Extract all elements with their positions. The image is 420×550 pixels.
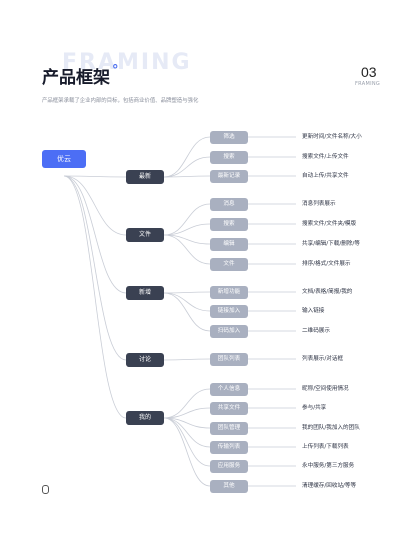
leaf-node: 共享文件 — [210, 401, 248, 415]
leaf-node: 筛选 — [210, 130, 248, 144]
leaf-description: 排序/格式/文件展示 — [302, 260, 351, 267]
page-label: FRAMING — [355, 81, 381, 87]
category-to-leaf-line — [163, 358, 211, 361]
category-node: 文件 — [126, 228, 164, 242]
leaf-description: 共享/编辑/下载/删除/等 — [302, 240, 360, 247]
leaf-node: 链接加入 — [210, 304, 248, 318]
leaf-node: 搜索 — [210, 150, 248, 164]
leaf-node: 消息 — [210, 197, 248, 211]
leaf-description: 参与/共享 — [302, 404, 327, 411]
leaf-node: 搜索 — [210, 217, 248, 231]
leaf-description: 我的团队/我加入的团队 — [302, 424, 360, 431]
category-to-leaf-line — [163, 291, 211, 294]
leaf-node: 其他 — [210, 479, 248, 493]
category-to-leaf-line — [163, 407, 211, 419]
category-to-leaf-line — [163, 203, 211, 236]
leaf-node: 新增功能 — [210, 285, 248, 299]
category-to-leaf-line — [163, 417, 211, 487]
leaf-description: 昵称/空间使用情况 — [302, 385, 349, 392]
category-node: 讨论 — [126, 353, 164, 367]
root-to-category-line — [63, 175, 127, 236]
leaf-node: 应用服务 — [210, 459, 248, 473]
leaf-node: 文件 — [210, 257, 248, 271]
category-node: 我的 — [126, 411, 164, 425]
leaf-description: 输入链接 — [302, 307, 325, 314]
mouse-icon — [42, 485, 49, 494]
page-subtitle: 产品框架承载了企业内部的目标，包括商业价值、品牌塑造与强化 — [42, 98, 199, 104]
category-node: 最新 — [126, 170, 164, 184]
page-title-text: 产品框架 — [42, 68, 110, 88]
leaf-description: 搜索文件/文件夹/模版 — [302, 220, 357, 227]
title-dot-icon: ° — [112, 63, 119, 78]
category-to-leaf-line — [163, 136, 211, 178]
leaf-description: 二维码展示 — [302, 327, 330, 334]
leaf-description: 搜索文件/上传文件 — [302, 153, 349, 160]
leaf-node: 个人信息 — [210, 382, 248, 396]
root-node: 优云 — [42, 150, 86, 168]
leaf-description: 永中服务/第三方服务 — [302, 462, 355, 469]
category-to-leaf-line — [163, 175, 211, 178]
leaf-description: 清理缓存/回收站/等等 — [302, 482, 357, 489]
title-watermark: FRAMING — [62, 50, 192, 75]
leaf-node: 扫码加入 — [210, 324, 248, 338]
category-to-leaf-line — [163, 156, 211, 178]
leaf-node: 传输列表 — [210, 440, 248, 454]
category-to-leaf-line — [163, 292, 211, 312]
leaf-description: 上传列表/下载列表 — [302, 443, 349, 450]
leaf-description: 更新时间/文件名称/大小 — [302, 133, 362, 140]
category-to-leaf-line — [163, 234, 211, 265]
leaf-description: 列表展示/对话框 — [302, 355, 344, 362]
category-to-leaf-line — [163, 417, 211, 467]
category-node: 新增 — [126, 286, 164, 300]
leaf-node: 最新记录 — [210, 169, 248, 183]
leaf-description: 消息列表展示 — [302, 200, 336, 207]
page-title: 产品框架° — [42, 63, 119, 88]
root-to-category-line — [63, 175, 127, 361]
leaf-node: 团队列表 — [210, 352, 248, 366]
root-to-category-line — [63, 175, 127, 294]
category-to-leaf-line — [163, 292, 211, 332]
leaf-description: 文档/表格/简报/我的 — [302, 288, 353, 295]
category-to-leaf-line — [163, 388, 211, 419]
page-number: 03 — [361, 64, 377, 80]
leaf-description: 自动上传/共享文件 — [302, 172, 349, 179]
category-to-leaf-line — [163, 223, 211, 236]
leaf-node: 团队管理 — [210, 421, 248, 435]
root-to-category-line — [63, 175, 127, 419]
root-to-category-line — [63, 175, 127, 178]
leaf-node: 编辑 — [210, 237, 248, 251]
